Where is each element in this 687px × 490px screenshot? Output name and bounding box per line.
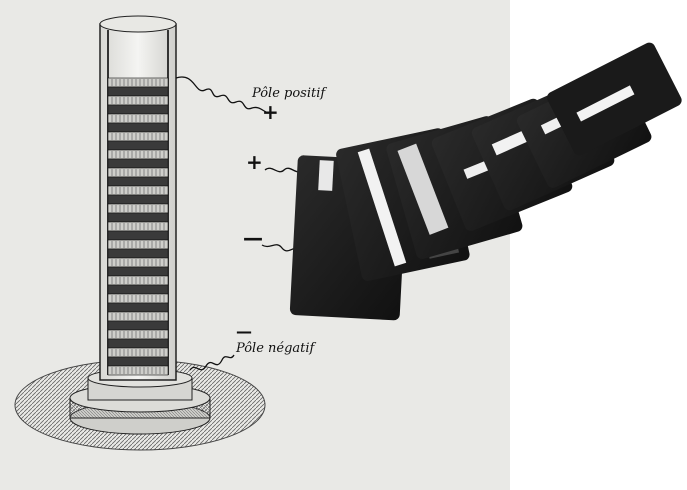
pile-disc bbox=[107, 176, 169, 187]
pile-disc bbox=[107, 365, 169, 376]
pile-disc bbox=[107, 266, 169, 277]
pile-disc bbox=[107, 149, 169, 160]
pile-disc bbox=[107, 311, 169, 322]
minus-sign-bottom: — bbox=[236, 322, 252, 341]
minus-sign: — bbox=[243, 226, 263, 250]
pile-disc bbox=[107, 230, 169, 241]
pile-disc bbox=[107, 302, 169, 313]
pile-disc bbox=[107, 95, 169, 106]
pile-disc bbox=[107, 158, 169, 169]
negative-pole-label: Pôle négatif bbox=[236, 341, 315, 356]
pile-disc bbox=[107, 113, 169, 124]
pile-disc bbox=[107, 212, 169, 223]
pile-disc bbox=[107, 86, 169, 97]
pile-disc bbox=[107, 356, 169, 367]
pile-disc bbox=[107, 257, 169, 268]
pile-disc bbox=[107, 293, 169, 304]
pile-disc bbox=[107, 347, 169, 358]
pile-disc bbox=[107, 221, 169, 232]
pile-disc bbox=[107, 248, 169, 259]
pile-disc bbox=[107, 77, 169, 88]
pile-disc bbox=[107, 122, 169, 133]
pile-disc bbox=[107, 140, 169, 151]
pile-disc bbox=[107, 194, 169, 205]
pile-disc bbox=[107, 284, 169, 295]
pile-disc bbox=[107, 329, 169, 340]
pile-disc bbox=[107, 131, 169, 142]
pile-disc bbox=[107, 338, 169, 349]
plus-sign-top: + bbox=[262, 100, 279, 124]
disc-stack bbox=[107, 77, 169, 376]
positive-pole-label: Pôle positif bbox=[252, 86, 326, 101]
pile-disc bbox=[107, 185, 169, 196]
pile-disc bbox=[107, 203, 169, 214]
pile-disc bbox=[107, 239, 169, 250]
pile-disc bbox=[107, 320, 169, 331]
pile-disc bbox=[107, 104, 169, 115]
battery-stack bbox=[289, 42, 682, 321]
pile-disc bbox=[107, 167, 169, 178]
pile-disc bbox=[107, 275, 169, 286]
plus-sign-middle: + bbox=[246, 150, 263, 174]
